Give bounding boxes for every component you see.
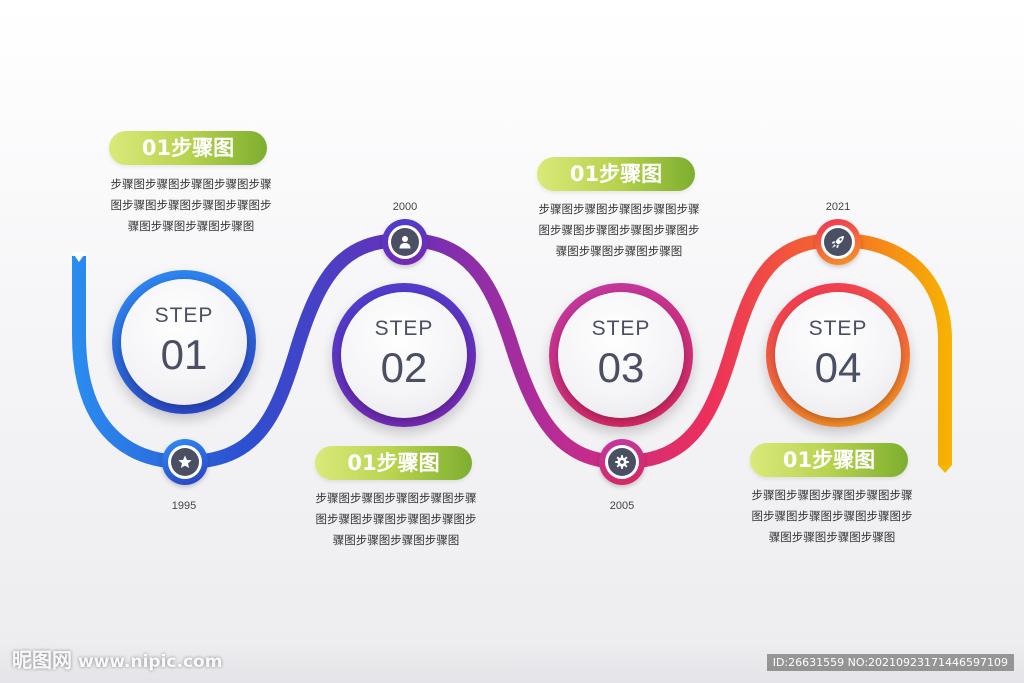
step-1-word: STEP	[154, 304, 214, 327]
node-4	[815, 219, 861, 265]
step-1-description: 步骤图步骤图步骤图步骤图步骤 图步骤图步骤图步骤图步骤图步 骤图步骤图步骤图步骤…	[110, 177, 272, 233]
step-2-description: 步骤图步骤图步骤图步骤图步骤 图步骤图步骤图步骤图步骤图步 骤图步骤图步骤图步骤…	[315, 491, 477, 547]
gear-icon	[608, 448, 636, 476]
step-circle-3-face: STEP 03	[558, 292, 684, 418]
step-2-number: 02	[380, 344, 428, 391]
step-circle-4: STEP 04	[766, 283, 910, 427]
timeline-path	[72, 232, 952, 470]
step-circle-1-face: STEP 01	[121, 279, 247, 405]
step-4-number: 04	[814, 344, 862, 391]
step-3-description: 步骤图步骤图步骤图步骤图步骤 图步骤图步骤图步骤图步骤图步 骤图步骤图步骤图步骤…	[538, 202, 700, 258]
step-circle-3: STEP 03	[549, 283, 693, 427]
step-3-label: 01步骤图	[537, 157, 695, 191]
step-circle-2-face: STEP 02	[341, 292, 467, 418]
ribbon-start-notch	[72, 252, 86, 262]
ribbon-end-point	[938, 465, 952, 473]
rocket-icon	[824, 228, 852, 256]
step-4-label: 01步骤图	[750, 443, 908, 477]
step-2-year: 2000	[392, 201, 418, 213]
watermark-url: www.nipic.com	[78, 652, 223, 672]
watermark-brand: 昵图网	[12, 648, 72, 672]
step-3-word: STEP	[591, 317, 651, 340]
node-2	[382, 219, 428, 265]
step-4-year: 2021	[825, 201, 851, 213]
step-1-year: 1995	[171, 500, 197, 512]
step-1-label: 01步骤图	[109, 131, 267, 165]
watermark-id: ID:26631559 NO:20210923171446597109	[766, 654, 1014, 671]
step-circle-4-face: STEP 04	[775, 292, 901, 418]
watermark-logo: 昵图网 www.nipic.com	[12, 644, 222, 673]
step-4-word: STEP	[808, 317, 868, 340]
step-circle-1: STEP 01	[112, 270, 256, 414]
step-1-number: 01	[160, 331, 208, 378]
node-3	[599, 439, 645, 485]
node-1	[162, 439, 208, 485]
person-icon	[391, 228, 419, 256]
star-icon	[171, 448, 199, 476]
step-circle-2: STEP 02	[332, 283, 476, 427]
step-3-number: 03	[597, 344, 645, 391]
step-2-word: STEP	[374, 317, 434, 340]
step-3-year: 2005	[609, 500, 635, 512]
step-4-description: 步骤图步骤图步骤图步骤图步骤 图步骤图步骤图步骤图步骤图步 骤图步骤图步骤图步骤…	[751, 488, 913, 544]
step-2-label: 01步骤图	[315, 446, 472, 480]
